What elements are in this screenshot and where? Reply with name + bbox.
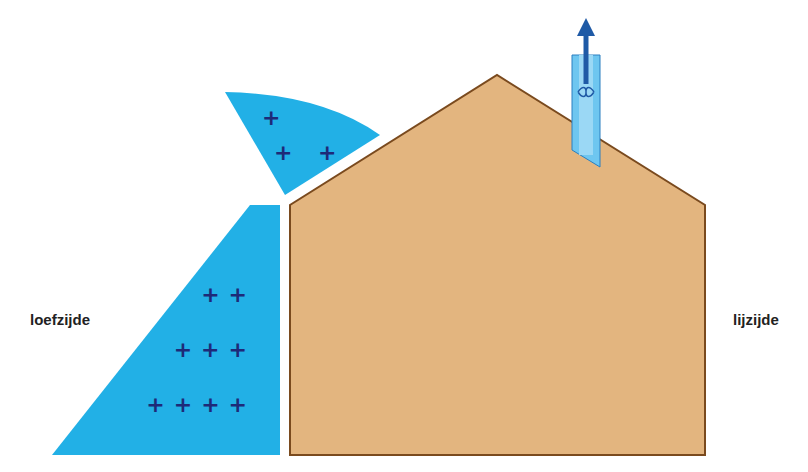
- pressure-zone-roof: + + +: [222, 90, 382, 198]
- fan-symbol: [578, 88, 594, 97]
- airflow-arrowhead: [577, 18, 595, 36]
- pressure-area: [52, 205, 280, 455]
- pressure-sign: + +: [274, 142, 346, 164]
- pressure-sign: ++++: [146, 394, 256, 416]
- pressure-sign: ++: [201, 284, 256, 306]
- pressure-zone-wall: +++++++++: [50, 205, 282, 457]
- pressure-area: [225, 92, 380, 195]
- leeward-label: lijzijde: [733, 311, 779, 329]
- pressure-shape: [50, 205, 282, 457]
- windward-label: loefzijde: [30, 311, 90, 329]
- pressure-sign: +++: [174, 339, 256, 361]
- airflow-arrow: [584, 34, 589, 84]
- pressure-sign: +: [262, 107, 289, 129]
